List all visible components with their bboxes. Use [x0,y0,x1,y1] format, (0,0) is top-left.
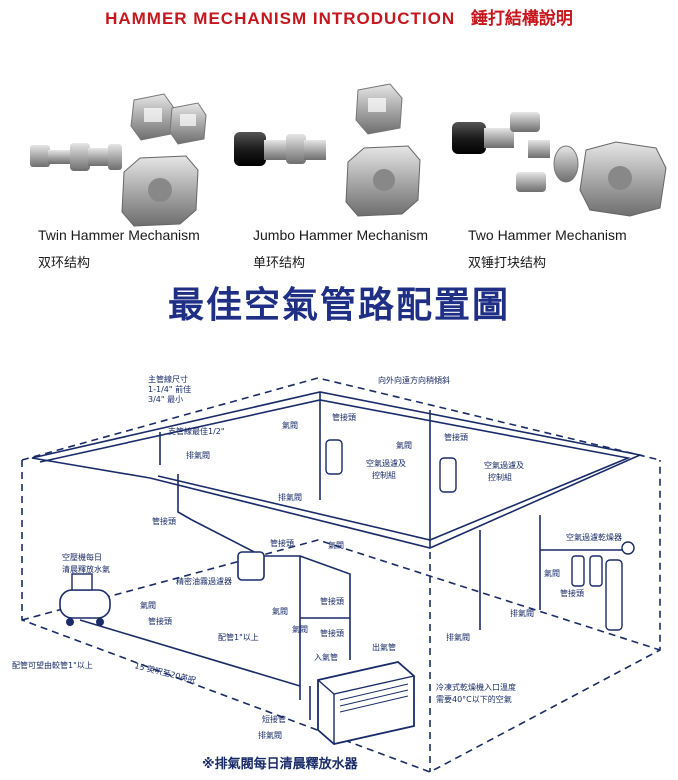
drain-valve-label-4: 排氣閥 [510,608,534,618]
quick-coupler-label-1: 管接頭 [332,412,356,422]
pipe-1in-label: 配管1"以上 [218,632,259,642]
drain-valve-label-1: 排氣閥 [186,450,210,460]
quick-coupler-label-4: 管接頭 [270,538,294,548]
jumbo-hammer-caption-zh: 单环结构 [253,256,306,271]
drain-valve-label-5: 排氣閥 [446,632,470,642]
dryer-note-label-1: 冷凍式乾燥機入口溫度 [436,682,516,692]
twin-hammer-image [30,93,207,227]
compressor-drain-label-1: 空壓機每日 [62,552,102,562]
precision-filter [237,551,265,581]
jumbo-hammer-caption: Jumbo Hammer Mechanism [253,227,429,243]
main-pipe-size-label-2: 1-1/4" 前佳 [148,384,191,394]
quick-coupler-label-2: 管接頭 [444,432,468,442]
inlet-pipe-label: 入氣管 [314,652,338,662]
page-header: HAMMER MECHANISM INTRODUCTION 錘打結構說明 [0,4,678,29]
two-hammer-caption-zh: 双锤打块结构 [468,256,547,271]
twin-hammer-caption-zh: 双环结构 [38,256,91,271]
outlet-pipe-label: 出氣管 [372,642,396,652]
air-compressor [59,573,111,626]
two-hammer-caption: Two Hammer Mechanism [468,227,627,243]
drain-valve-label-2: 排氣閥 [278,492,302,502]
branch-pipe-label: 支管線最佳1/2" [168,426,225,436]
quick-coupler-label-3: 管接頭 [152,516,176,526]
air-valve-label-2: 氣閥 [396,440,412,450]
filter-regulator-label-1b: 控制組 [372,470,396,480]
air-piping-title: 最佳空氣管路配置圖 [167,285,510,326]
air-valve-label-5: 氣閥 [292,624,308,634]
air-valve-label-3: 氣閥 [328,540,344,550]
dryer-filter-label: 空氣過濾乾燥器 [566,532,622,542]
precision-filter-label: 精密油霧過濾器 [176,576,232,586]
main-pipe-size-label-1: 主管線尺寸 [148,374,188,384]
quick-coupler-label-7: 管接頭 [148,616,172,626]
two-hammer-image [452,112,667,217]
filter-regulator-label-1a: 空氣過濾及 [366,458,406,468]
header-title-zh: 錘打結構說明 [470,9,573,29]
filter-regulator-units [325,439,457,493]
short-pipe-label: 短接管 [262,714,286,724]
air-valve-label-1: 氣閥 [282,420,298,430]
hammer-mechanism-illustrations [30,83,667,227]
filter-regulator-label-2a: 空氣過濾及 [484,460,524,470]
quick-coupler-label-5: 管接頭 [320,596,344,606]
quick-coupler-label-8: 管接頭 [560,588,584,598]
air-valve-label-6: 氣閥 [140,600,156,610]
header-title-en: HAMMER MECHANISM INTRODUCTION [105,9,456,28]
diagram-footnote: ※排氣閥每日清晨釋放水器 [202,756,359,772]
compressor-drain-label-2: 清晨釋放水氣 [62,564,110,574]
dryer-filter-units [571,541,635,631]
main-pipe-size-label-3: 3/4" 最小 [148,395,183,404]
room-outline [21,377,661,773]
air-valve-label-7: 氣閥 [544,568,560,578]
flow-direction-label: 向外向遠方向稍傾斜 [378,375,450,385]
refrigerated-dryer [317,661,415,745]
piping-note-label: 配管可望由較管1"以上 [12,660,93,670]
main-pipe-loop [31,391,643,549]
distance-label: 15 英呎至20英呎 [134,660,197,685]
drain-valve-label-3: 排氣閥 [258,730,282,740]
twin-hammer-caption: Twin Hammer Mechanism [38,227,200,243]
jumbo-hammer-image [234,83,421,217]
quick-coupler-label-6: 管接頭 [320,628,344,638]
filter-regulator-label-2b: 控制組 [488,472,512,482]
dryer-note-label-2: 需要40°C以下的空氣 [436,694,512,704]
air-valve-label-4: 氣閥 [272,606,288,616]
